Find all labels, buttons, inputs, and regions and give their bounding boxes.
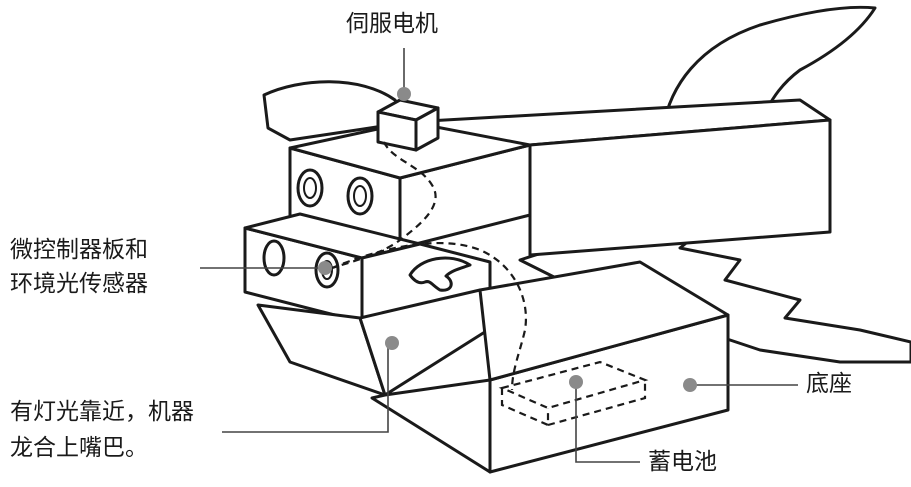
base-top bbox=[478, 260, 730, 382]
label-controller-line2: 环境光传感器 bbox=[10, 271, 148, 297]
leader-battery bbox=[575, 382, 640, 463]
marker-servo bbox=[397, 87, 411, 101]
base-front bbox=[370, 378, 492, 474]
wire-servo-to-board bbox=[331, 141, 437, 270]
whisker-icon bbox=[408, 256, 472, 292]
marker-controller bbox=[318, 261, 332, 275]
servo-cube-icon bbox=[376, 98, 440, 152]
dragon-crest bbox=[660, 5, 877, 137]
label-action-line1: 有灯光靠近，机器 bbox=[10, 399, 194, 425]
eye-right-icon bbox=[346, 176, 374, 216]
dragon-body-side bbox=[528, 118, 832, 257]
label-base: 底座 bbox=[806, 371, 852, 397]
nostril-left-icon bbox=[262, 239, 286, 277]
wire-board-to-battery bbox=[331, 241, 527, 391]
marker-jaw bbox=[385, 336, 399, 350]
label-action-line2: 龙合上嘴巴。 bbox=[10, 435, 148, 461]
label-controller-line1: 微控制器板和 bbox=[10, 237, 148, 263]
battery-outline bbox=[498, 360, 649, 427]
marker-base bbox=[683, 378, 697, 392]
leader-action bbox=[222, 348, 389, 433]
label-servo: 伺服电机 bbox=[346, 11, 438, 37]
eye-left-icon bbox=[296, 168, 324, 208]
label-battery: 蓄电池 bbox=[648, 449, 717, 475]
marker-battery bbox=[569, 375, 583, 389]
